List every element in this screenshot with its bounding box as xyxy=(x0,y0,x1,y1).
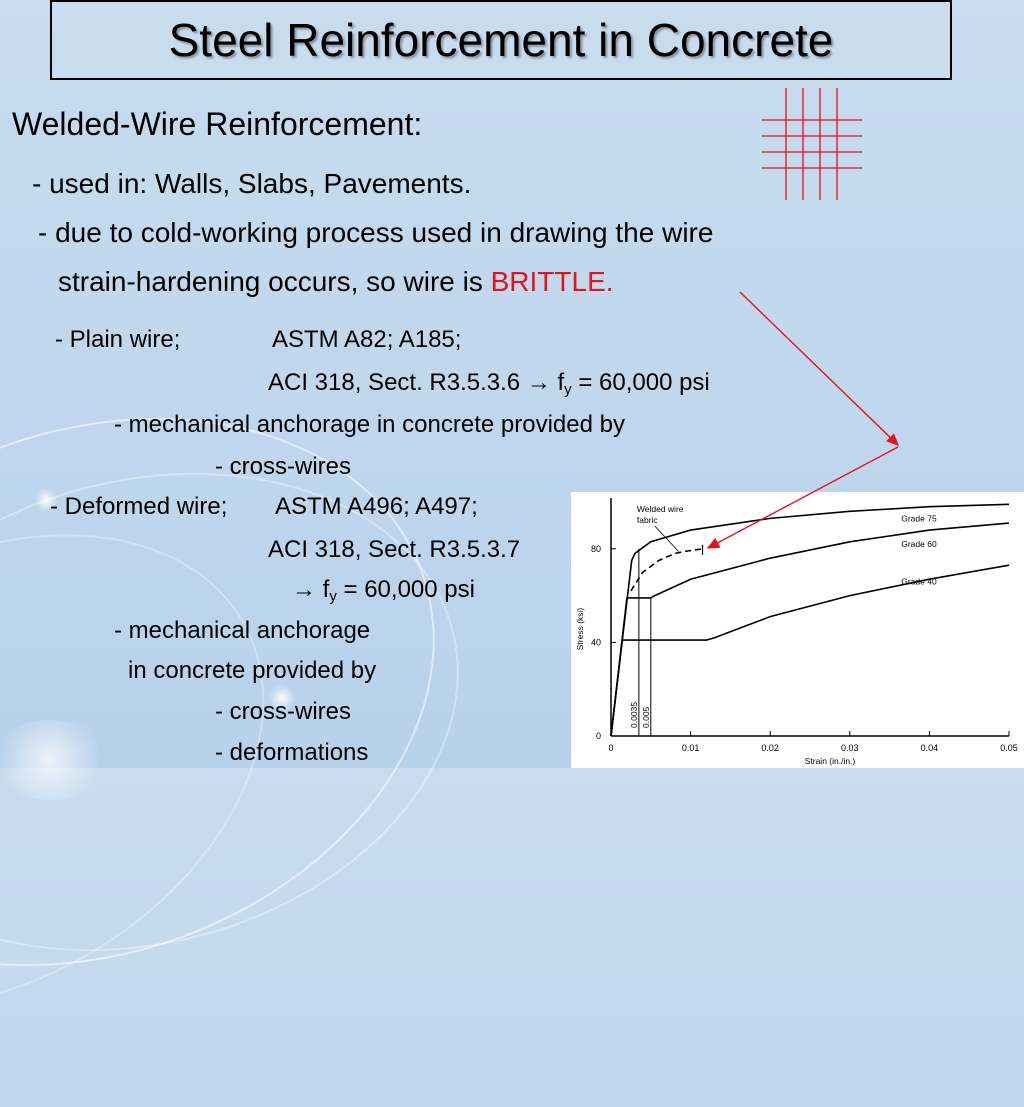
x-tick-label: 0.05 xyxy=(1000,743,1018,753)
x-axis-label: Strain (in./in.) xyxy=(805,756,856,766)
plain-wire-label: - Plain wire; xyxy=(55,326,181,353)
deformed-wire-deformations: - deformations xyxy=(215,739,369,766)
deformed-wire-label: - Deformed wire; xyxy=(50,493,228,520)
background-glow xyxy=(268,684,296,712)
series-line xyxy=(610,564,1010,737)
fy-symbol: fy xyxy=(557,369,572,398)
plain-wire-cross-wires: - cross-wires xyxy=(215,453,351,480)
fy-subscript: y xyxy=(329,588,337,605)
deformed-wire-aci: ACI 318, Sect. R3.5.3.7 xyxy=(268,536,521,563)
background-glow xyxy=(34,488,58,512)
arrow-symbol: → xyxy=(526,369,551,396)
series-line xyxy=(610,503,1010,737)
used-in-text: - used in: Walls, Slabs, Pavements. xyxy=(32,168,472,199)
deformed-wire-astm: ASTM A496; A497; xyxy=(275,493,478,520)
series-label: Grade 40 xyxy=(901,577,937,587)
strain-hardening-label: strain-hardening occurs, so wire is xyxy=(58,266,483,297)
brittle-callout-arrow xyxy=(739,291,900,446)
y-tick-label: 80 xyxy=(591,544,601,554)
brittle-label: BRITTLE. xyxy=(490,266,614,297)
x-tick-label: 0.04 xyxy=(921,743,939,753)
y-axis-label: Stress (ksi) xyxy=(575,608,585,651)
plain-wire-anchorage: - mechanical anchorage in concrete provi… xyxy=(114,411,625,438)
chart-annotation: Welded wire xyxy=(637,504,684,514)
fy-symbol: fy xyxy=(322,576,337,605)
plain-wire-astm: ASTM A82; A185; xyxy=(272,326,462,353)
chart-annotation: fabric xyxy=(637,515,659,525)
x-tick-label: 0.01 xyxy=(682,743,700,753)
arrow-symbol: → xyxy=(292,576,316,603)
deformed-wire-anchorage-1: - mechanical anchorage xyxy=(114,617,371,644)
plain-wire-aci-ref: ACI 318, Sect. R3.5.3.6 xyxy=(268,369,521,396)
series-label: Grade 60 xyxy=(901,539,937,549)
strain-marker-label: 0.005 xyxy=(641,706,651,728)
fy-letter: f xyxy=(322,576,330,603)
deformed-wire-cross-wires: - cross-wires xyxy=(215,698,351,725)
y-tick-label: 40 xyxy=(591,637,601,647)
plain-wire-aci: ACI 318, Sect. R3.5.3.6 → fy = 60,000 ps… xyxy=(268,369,710,398)
series-line-welded-wire-fabric xyxy=(630,548,703,592)
deformed-wire-anchorage-2: in concrete provided by xyxy=(128,657,377,684)
section-heading: Welded-Wire Reinforcement: xyxy=(12,106,423,142)
strain-hardening-text: strain-hardening occurs, so wire is BRIT… xyxy=(58,266,614,298)
slide-title-box: Steel Reinforcement in Concrete xyxy=(50,0,952,80)
welded-wire-mesh-icon xyxy=(762,88,862,200)
series-label: Grade 75 xyxy=(901,513,937,523)
fy-letter: f xyxy=(557,369,565,396)
plain-wire-fy: = 60,000 psi xyxy=(578,369,710,396)
deformed-wire-fy-line: → fy = 60,000 psi xyxy=(292,576,475,605)
fy-subscript: y xyxy=(564,381,572,398)
slide-title: Steel Reinforcement in Concrete xyxy=(168,14,834,66)
deformed-wire-fy: = 60,000 psi xyxy=(343,576,475,603)
annotation-leader-line xyxy=(654,525,679,552)
x-tick-label: 0.03 xyxy=(841,743,859,753)
strain-marker-label: 0.0035 xyxy=(629,702,639,728)
x-tick-label: 0 xyxy=(608,743,613,753)
y-tick-label: 0 xyxy=(596,731,601,741)
series-line xyxy=(610,522,1010,737)
cold-working-text: - due to cold-working process used in dr… xyxy=(38,217,714,248)
x-tick-label: 0.02 xyxy=(761,743,779,753)
